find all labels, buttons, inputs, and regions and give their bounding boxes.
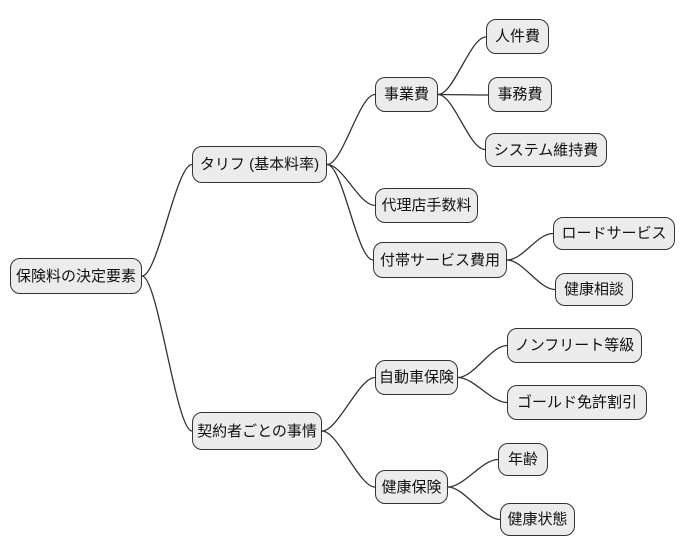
edge-tariff-business (326, 93, 376, 166)
node-health-condition: 健康状態 (500, 503, 575, 536)
edge-auto-goldlicense (457, 376, 508, 404)
edge-healthins-age (447, 458, 499, 488)
edge-business-system (437, 93, 486, 151)
edge-auto-nonfleet (457, 344, 508, 379)
edge-contractor-healthins (321, 430, 376, 488)
node-nonfleet-grade: ノンフリート等級 (507, 328, 642, 363)
edge-business-office (437, 93, 489, 96)
node-personnel-cost: 人件費 (486, 19, 549, 54)
edge-contractor-auto (321, 376, 376, 432)
node-system-maintenance: システム維持費 (485, 133, 607, 167)
node-health-insurance: 健康保険 (375, 470, 448, 504)
node-health-consultation: 健康相談 (555, 273, 633, 306)
node-ancillary-service-cost: 付帯サービス費用 (373, 242, 507, 278)
node-office-cost: 事務費 (488, 77, 552, 112)
edge-root-contractor (141, 275, 193, 432)
edge-healthins-healthstate (447, 486, 501, 521)
node-root: 保険料の決定要素 (10, 258, 142, 294)
edge-tariff-ancillary (326, 163, 374, 261)
node-road-service: ロードサービス (553, 217, 675, 250)
node-business-expenses: 事業費 (375, 77, 438, 112)
node-auto-insurance: 自動車保険 (375, 360, 458, 395)
edge-business-personnel (437, 36, 487, 96)
edge-tariff-agency (326, 163, 376, 207)
edge-root-tariff (141, 163, 193, 277)
edge-ancillary-road (506, 232, 554, 261)
node-age: 年齢 (498, 443, 548, 476)
edge-ancillary-consult (506, 259, 556, 291)
node-tariff: タリフ (基本料率) (192, 146, 327, 183)
node-agency-commission: 代理店手数料 (375, 188, 478, 223)
node-contractor: 契約者ごとの事情 (192, 412, 322, 450)
node-gold-license-discount: ゴールド免許割引 (507, 385, 647, 420)
